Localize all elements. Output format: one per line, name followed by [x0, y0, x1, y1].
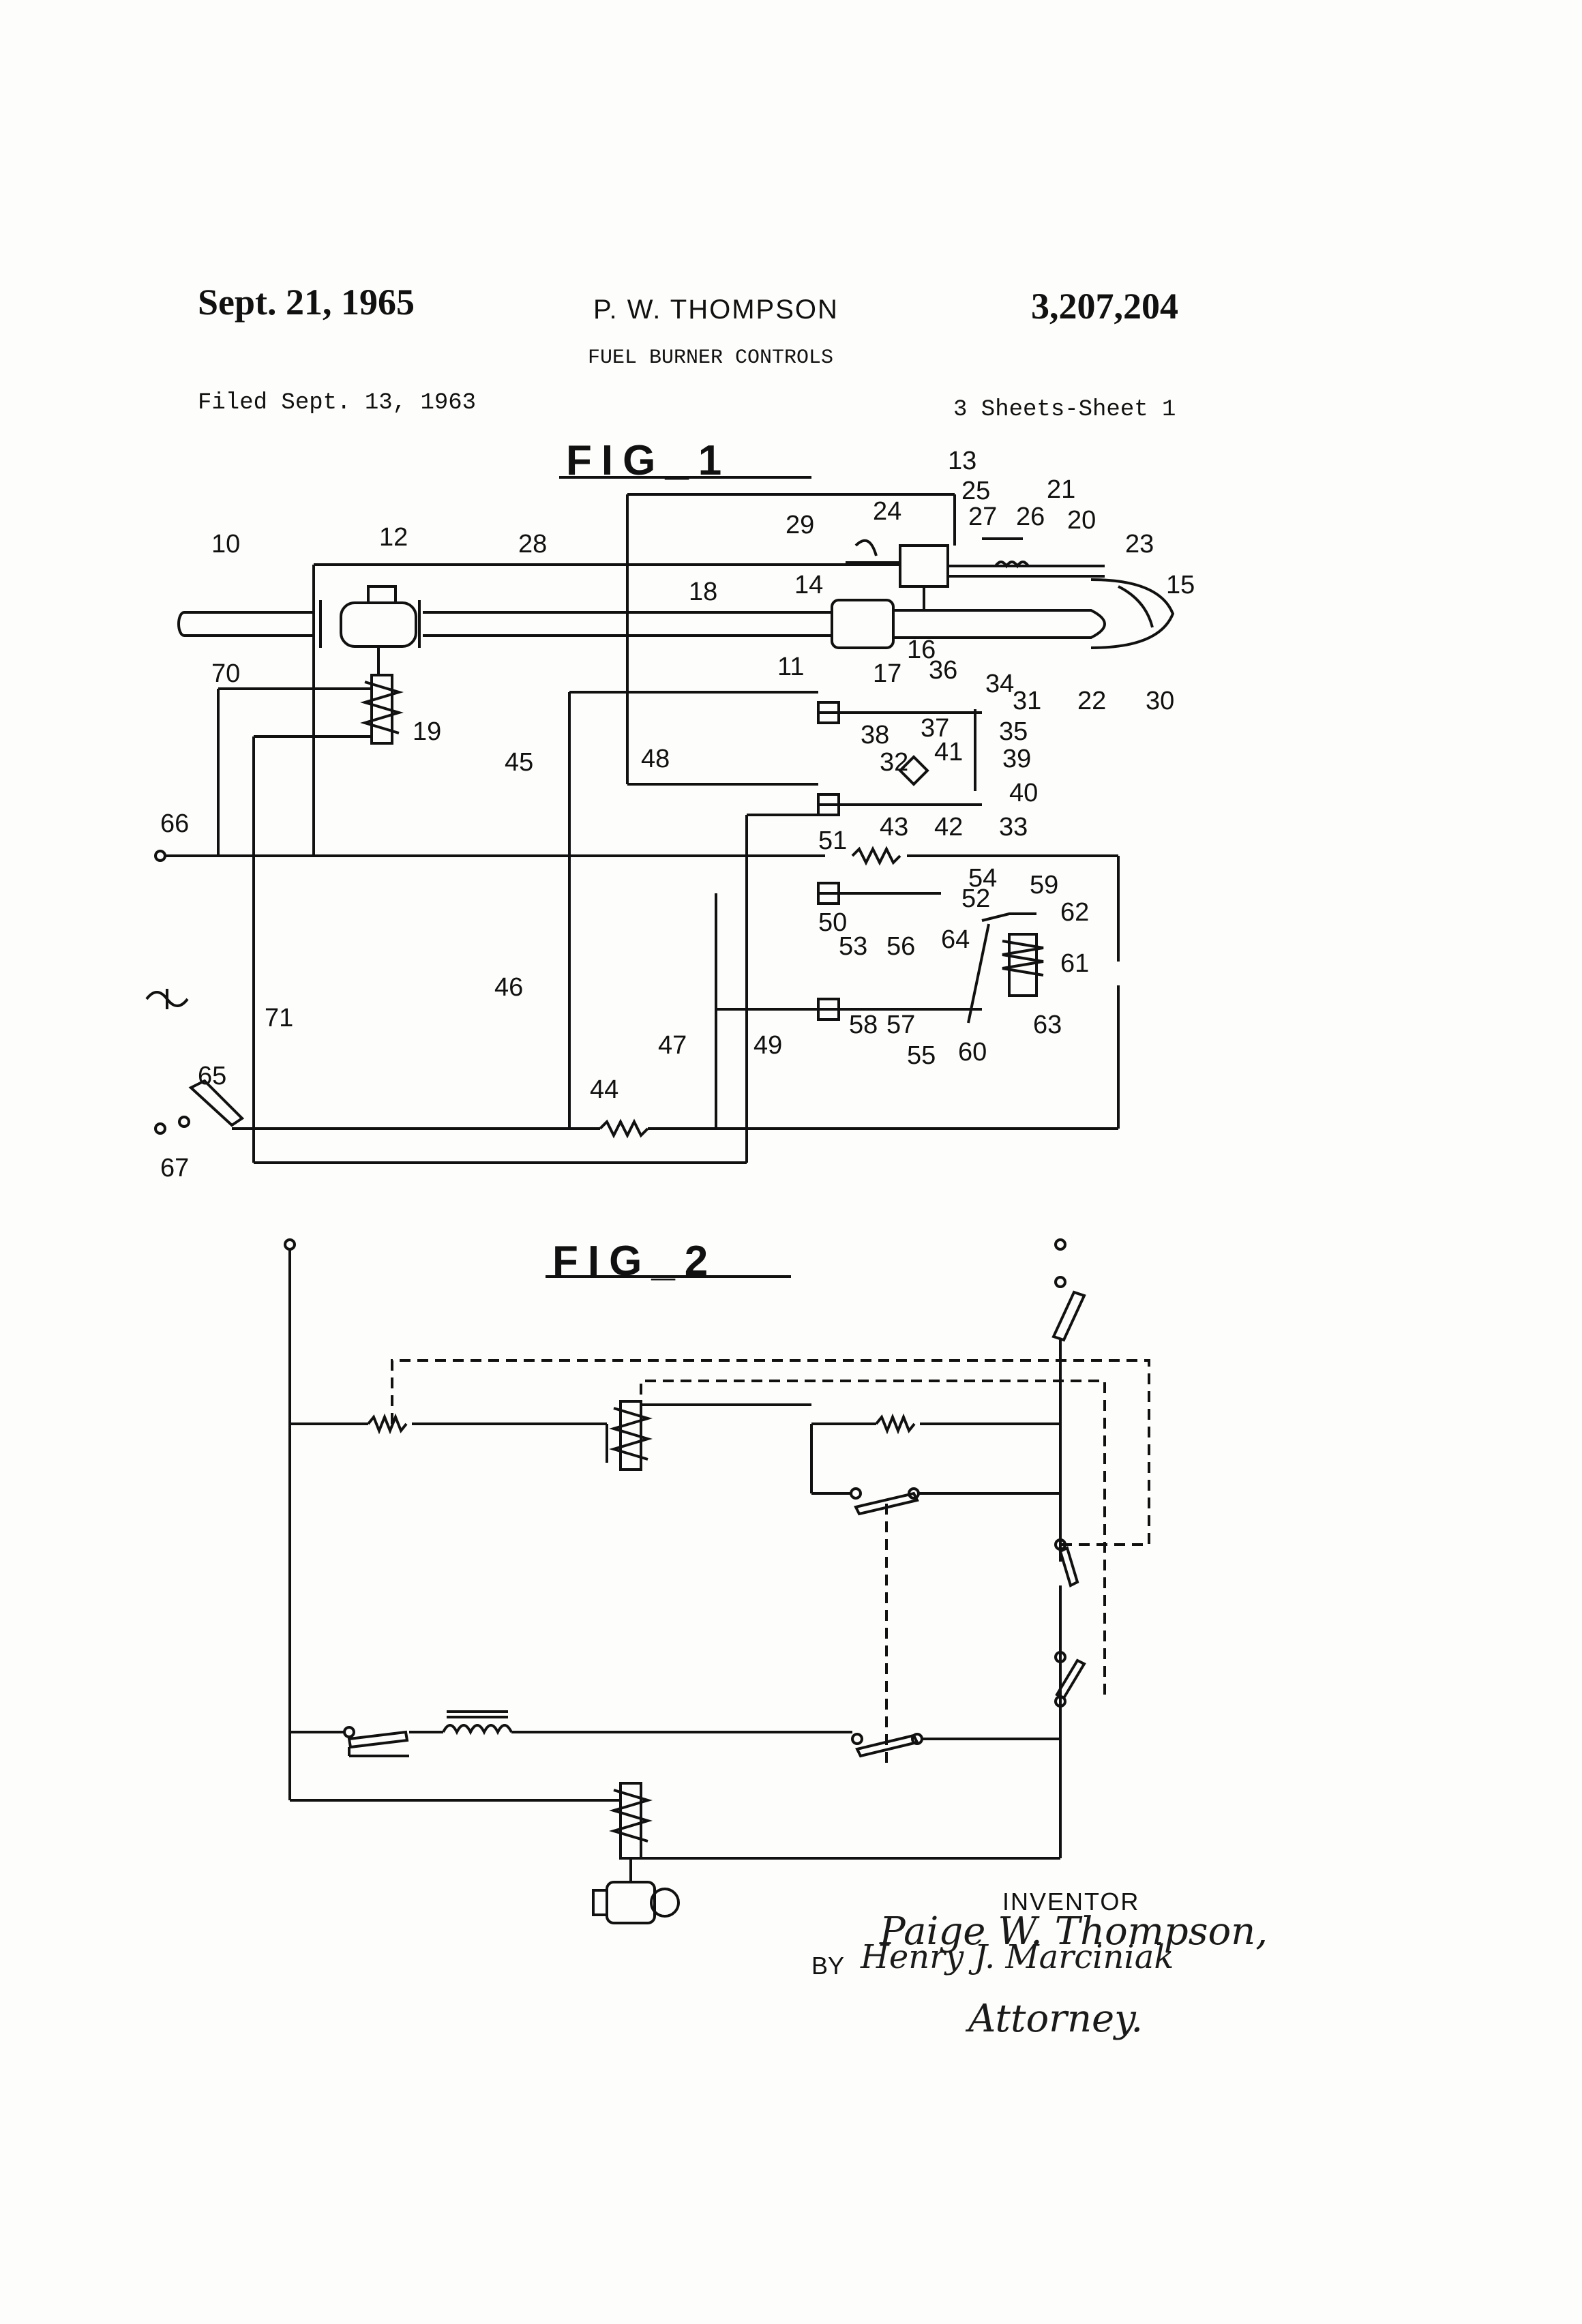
ref-29: 29: [786, 511, 814, 539]
ref-26: 26: [1016, 503, 1045, 531]
ref-45: 45: [505, 748, 533, 777]
ref-63: 63: [1033, 1011, 1062, 1039]
ref-13: 13: [948, 447, 976, 475]
ref-70: 70: [211, 659, 240, 688]
figure-2-drawing: FIG_2: [285, 1238, 1149, 1923]
ref-25: 25: [961, 477, 990, 505]
ref-67: 67: [160, 1154, 189, 1182]
ref-35: 35: [999, 717, 1028, 746]
ref-38: 38: [861, 721, 889, 749]
ref-39: 39: [1002, 745, 1031, 773]
ref-43: 43: [880, 813, 908, 841]
ref-18: 18: [689, 578, 717, 606]
ref-22: 22: [1077, 687, 1106, 715]
ref-21: 21: [1047, 475, 1075, 504]
ref-42: 42: [934, 813, 963, 841]
ref-51: 51: [818, 826, 847, 855]
ref-40: 40: [1009, 779, 1038, 807]
ref-66: 66: [160, 809, 189, 838]
ref-27: 27: [968, 503, 997, 531]
ref-57: 57: [886, 1011, 915, 1039]
ref-10: 10: [211, 530, 240, 558]
ref-60: 60: [958, 1038, 987, 1067]
ref-52: 52: [961, 884, 990, 913]
ref-33: 33: [999, 813, 1028, 841]
ref-58: 58: [849, 1011, 878, 1039]
ref-59: 59: [1030, 871, 1058, 899]
ref-55: 55: [907, 1041, 936, 1070]
ref-31: 31: [1013, 687, 1041, 715]
ref-65: 65: [198, 1062, 226, 1090]
ref-71: 71: [265, 1004, 293, 1032]
ref-46: 46: [494, 973, 523, 1002]
ref-49: 49: [753, 1031, 782, 1060]
ref-24: 24: [873, 497, 901, 526]
ref-34: 34: [985, 670, 1014, 698]
by-label: BY: [811, 1952, 844, 1980]
ref-17: 17: [873, 659, 901, 688]
ref-61: 61: [1060, 949, 1089, 978]
ref-53: 53: [839, 932, 867, 961]
attorney-signature: Henry J. Marciniak: [861, 1938, 1174, 1976]
ref-41: 41: [934, 738, 963, 766]
ref-20: 20: [1067, 506, 1096, 535]
fig1-label: FIG_1: [559, 437, 811, 484]
ref-30: 30: [1146, 687, 1174, 715]
ref-64: 64: [941, 925, 970, 954]
ref-19: 19: [413, 717, 441, 746]
fig2-label: FIG_2: [546, 1238, 791, 1285]
ref-36: 36: [929, 656, 957, 685]
ref-28: 28: [518, 530, 547, 558]
ref-32: 32: [880, 748, 908, 777]
ref-44: 44: [590, 1075, 618, 1104]
ref-12: 12: [379, 523, 408, 552]
ref-14: 14: [794, 571, 823, 599]
ref-56: 56: [886, 932, 915, 961]
ref-48: 48: [641, 745, 670, 773]
ref-23: 23: [1125, 530, 1154, 558]
ref-62: 62: [1060, 898, 1089, 927]
ref-15: 15: [1166, 571, 1195, 599]
fig1-ref-numerals: 10 12 28 18 29 24 13 25 27 26 21 20 23 1…: [160, 447, 1195, 1182]
attorney-label: Attorney.: [968, 1997, 1143, 2041]
ref-47: 47: [658, 1031, 687, 1060]
ref-11: 11: [777, 653, 804, 681]
